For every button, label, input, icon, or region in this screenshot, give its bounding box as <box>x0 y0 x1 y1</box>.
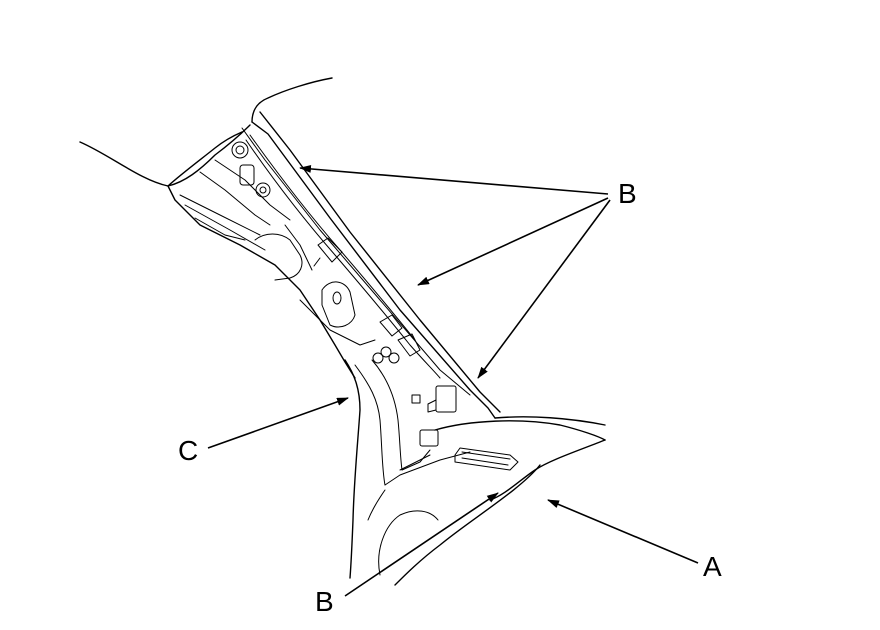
leader-lines <box>207 164 699 597</box>
callout-b-top: B <box>618 178 637 209</box>
leader-b-to-mid-clip <box>417 197 609 286</box>
pillar-cavity <box>167 131 441 379</box>
leader-c-to-pillar-edge <box>207 397 349 449</box>
callout-a: A <box>703 551 722 582</box>
leader-b-to-lower-clip <box>477 199 611 379</box>
leader-a-to-dashboard <box>547 499 699 564</box>
lower-panel <box>344 359 519 579</box>
callout-c: C <box>178 435 198 466</box>
leader-b-to-dash-clip <box>344 492 499 597</box>
leader-b-to-upper-clip <box>299 164 609 195</box>
callout-b-bottom: B <box>315 586 334 617</box>
body-outline <box>79 77 606 586</box>
